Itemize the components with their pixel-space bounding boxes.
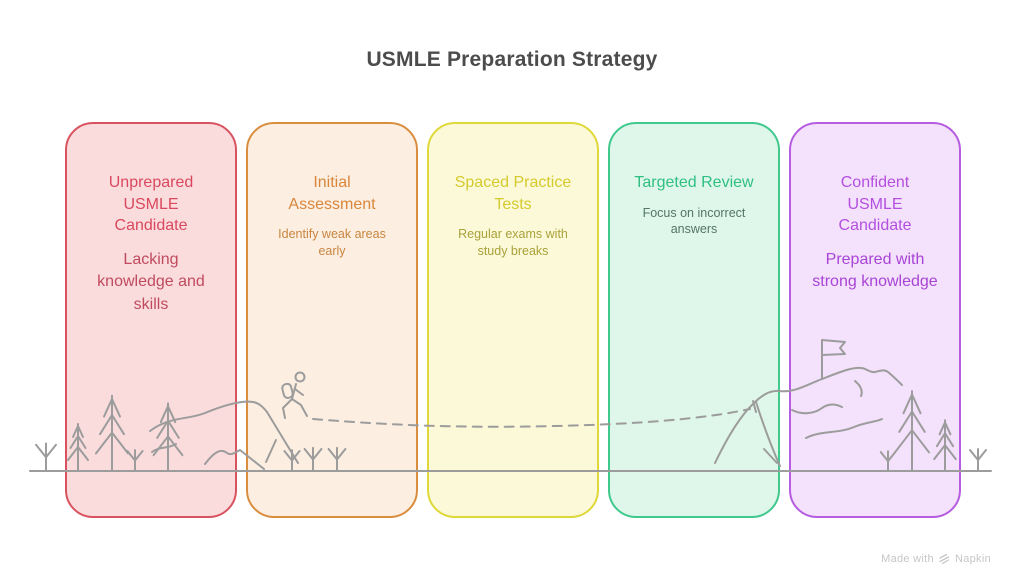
stage-card-spaced-practice: Spaced Practice Tests Regular exams with… xyxy=(427,122,599,518)
stage-title: Unprepared USMLE Candidate xyxy=(108,174,194,235)
made-with-napkin-watermark: Made with Napkin xyxy=(881,553,991,565)
stage-subtitle: Focus on incorrect answers xyxy=(642,205,746,237)
stage-card-initial-assessment: Initial Assessment Identify weak areas e… xyxy=(246,122,418,518)
shrub-icon xyxy=(969,448,987,472)
stage-title: Initial Assessment xyxy=(288,174,376,213)
stage-subtitle: Lacking knowledge and skills xyxy=(97,250,205,313)
stage-card-targeted-review: Targeted Review Focus on incorrect answe… xyxy=(608,122,780,518)
stage-title: Confident USMLE Candidate xyxy=(838,174,912,235)
shrub-icon xyxy=(34,442,58,473)
stage-card-unprepared: Unprepared USMLE Candidate Lacking knowl… xyxy=(65,122,237,518)
stage-card-confident: Confident USMLE Candidate Prepared with … xyxy=(789,122,961,518)
stage-title: Spaced Practice Tests xyxy=(454,174,572,213)
stage-subtitle: Prepared with strong knowledge xyxy=(812,250,938,291)
watermark-brand: Napkin xyxy=(954,553,991,565)
napkin-logo-icon xyxy=(939,553,950,565)
stage-title: Targeted Review xyxy=(634,174,754,191)
page-title: USMLE Preparation Strategy xyxy=(366,48,658,71)
watermark-prefix: Made with xyxy=(881,553,934,565)
stage-subtitle: Identify weak areas early xyxy=(278,227,386,258)
stage-subtitle: Regular exams with study breaks xyxy=(458,227,568,258)
stage-cards-row: Unprepared USMLE Candidate Lacking knowl… xyxy=(65,122,961,518)
